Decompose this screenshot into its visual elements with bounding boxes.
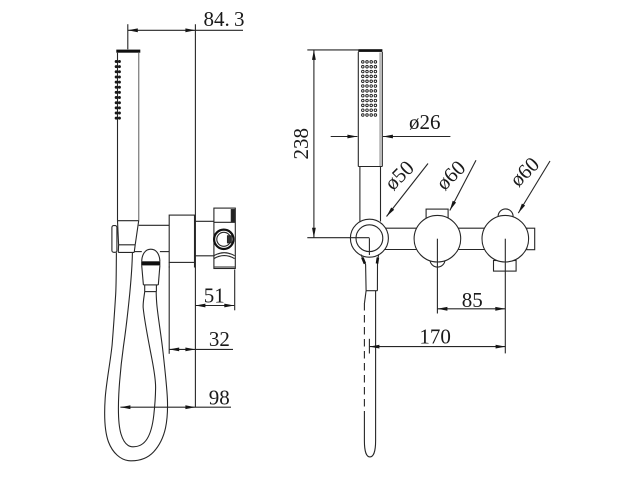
svg-text:84. 3: 84. 3 bbox=[204, 7, 245, 31]
svg-text:ø26: ø26 bbox=[409, 110, 441, 134]
svg-text:238: 238 bbox=[289, 128, 313, 160]
svg-text:170: 170 bbox=[419, 325, 451, 349]
svg-text:85: 85 bbox=[462, 288, 483, 312]
svg-text:32: 32 bbox=[209, 327, 230, 351]
svg-text:98: 98 bbox=[209, 386, 230, 410]
svg-text:51: 51 bbox=[204, 284, 225, 308]
